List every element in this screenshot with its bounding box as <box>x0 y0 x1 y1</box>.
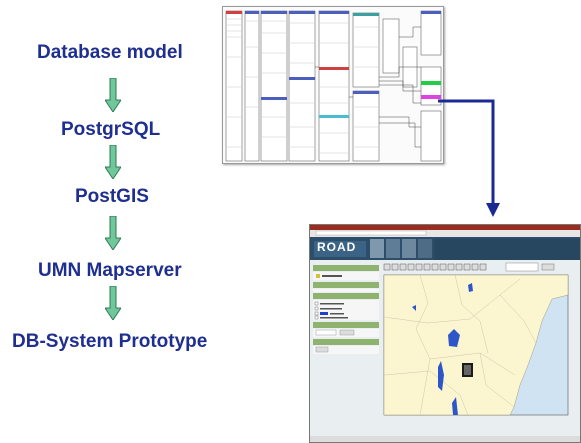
down-arrow-icon-4 <box>105 286 121 320</box>
connector-arrow-icon <box>438 99 500 217</box>
step-umn-mapserver: UMN Mapserver <box>38 260 182 281</box>
mapserver-prototype-view <box>310 225 580 442</box>
database-model-schema <box>223 7 443 163</box>
down-arrow-icon-3 <box>105 216 121 250</box>
map-application-screenshot: ROAD <box>309 224 581 443</box>
down-arrow-icon-2 <box>105 145 121 179</box>
step-db-system-prototype: DB-System Prototype <box>12 331 208 352</box>
down-arrow-icon-1 <box>105 78 121 112</box>
database-model-diagram <box>222 6 444 164</box>
step-database-model: Database model <box>37 42 183 63</box>
road-logo: ROAD <box>317 240 357 254</box>
step-postgis: PostGIS <box>75 186 149 207</box>
step-postgresql: PostgrSQL <box>61 119 161 140</box>
